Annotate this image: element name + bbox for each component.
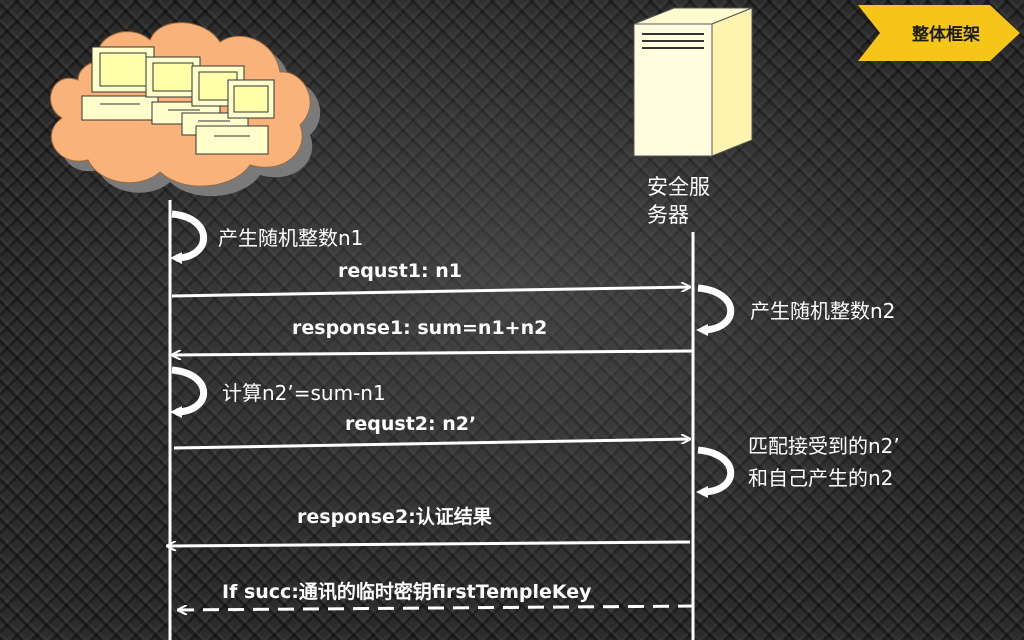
response1-label: response1: sum=n1+n2 bbox=[292, 317, 547, 339]
badge-label: 整体框架 bbox=[912, 24, 980, 45]
request1-label: requst1: n1 bbox=[338, 260, 462, 282]
framework-badge[interactable]: 整体框架 bbox=[858, 5, 1020, 61]
curved-arrow-icon bbox=[170, 366, 207, 418]
curved-arrow-icon bbox=[696, 446, 735, 498]
server-label-line1: 安全服 bbox=[647, 175, 710, 199]
request2-arrow bbox=[173, 439, 690, 450]
request2-label: requst2: n2’ bbox=[345, 413, 476, 435]
server-match-label-line2: 和自己产生的n2 bbox=[748, 466, 893, 490]
server-tower-icon bbox=[633, 7, 753, 157]
server-gen-label: 产生随机整数n2 bbox=[750, 299, 895, 323]
server-match-label-line1: 匹配接受到的n2’ bbox=[748, 434, 900, 458]
client-calc-label: 计算n2’=sum-n1 bbox=[222, 381, 386, 405]
computer-cluster-icon bbox=[81, 46, 275, 155]
response2-arrow bbox=[167, 540, 691, 546]
curved-arrow-icon bbox=[170, 210, 207, 264]
client-gen-label: 产生随机整数n1 bbox=[218, 226, 363, 250]
request1-arrow bbox=[171, 287, 690, 298]
response2-label: response2:认证结果 bbox=[297, 505, 492, 528]
response1-arrow bbox=[172, 349, 693, 355]
curved-arrow-icon bbox=[696, 284, 735, 336]
final-label: If succ:通讯的临时密钥firstTempleKey bbox=[222, 580, 592, 603]
final-dashed-arrow bbox=[178, 604, 695, 610]
server-label-line2: 务器 bbox=[647, 203, 689, 227]
